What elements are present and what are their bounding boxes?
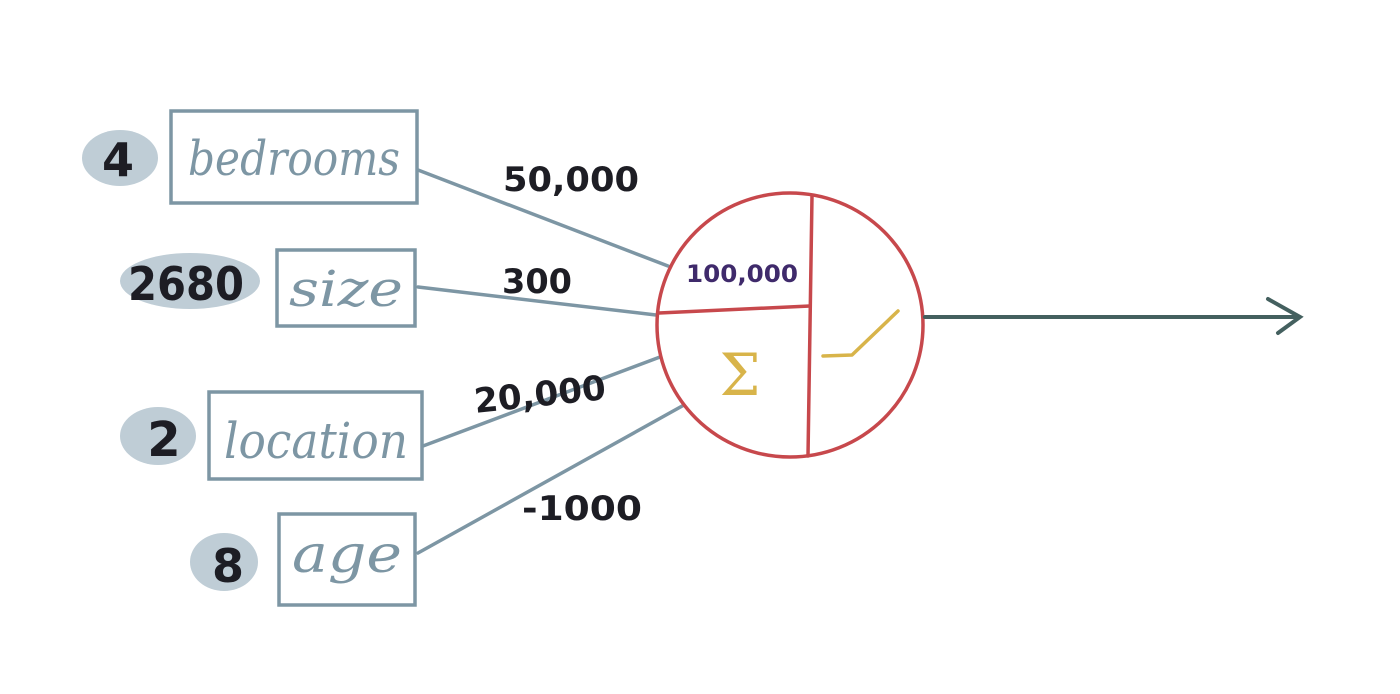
weight-label-size: 300: [502, 262, 572, 302]
output-arrow-head: [1266, 297, 1304, 335]
value-bubble: [82, 130, 158, 186]
weight-label-location: 20,000: [472, 368, 607, 422]
neuron: 100,000 Σ: [655, 191, 925, 459]
relu-icon: [821, 309, 900, 358]
value-bubble: [120, 407, 196, 465]
feature-label-size: size: [289, 260, 403, 318]
value-bubble: [120, 253, 260, 309]
feature-box-bedrooms: [169, 109, 419, 205]
edge-bedrooms: [416, 168, 670, 268]
value-bubble: [190, 533, 258, 591]
input-row-location: 2 location: [120, 390, 424, 481]
edge-location: [421, 355, 662, 448]
neuron-vertical-divider: [806, 194, 814, 458]
arrow-right-icon: [923, 297, 1304, 335]
edge-age: [416, 403, 686, 555]
feature-label-age: age: [292, 525, 402, 585]
edge-size: [416, 285, 658, 317]
input-row-size: 2680 size: [120, 248, 417, 328]
input-row-bedrooms: 4 bedrooms: [82, 109, 419, 205]
sum-symbol: Σ: [719, 341, 760, 409]
feature-box-age: [277, 512, 417, 607]
input-value-location: 2: [147, 412, 180, 468]
feature-box-size: [275, 248, 417, 328]
weight-label-age: -1000: [522, 489, 642, 529]
input-row-age: 8 age: [190, 512, 417, 607]
feature-label-location: location: [224, 412, 408, 470]
input-value-bedrooms: 4: [102, 133, 134, 187]
feature-box-location: [207, 390, 424, 481]
neuron-horizontal-divider: [657, 304, 812, 315]
feature-label-bedrooms: bedrooms: [188, 131, 400, 187]
input-value-age: 8: [212, 539, 244, 593]
weight-label-bedrooms: 50,000: [503, 160, 639, 200]
bias-value: 100,000: [686, 260, 798, 288]
neuron-circle: [655, 191, 925, 459]
input-value-size: 2680: [128, 257, 244, 311]
